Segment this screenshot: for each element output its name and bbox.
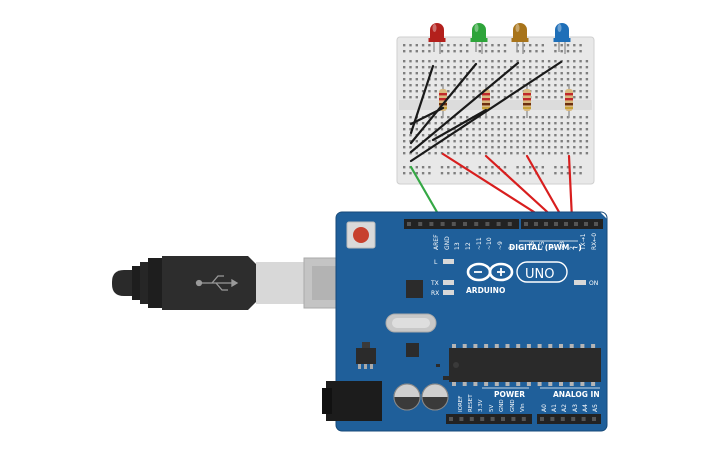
usb-icon xyxy=(195,275,239,291)
green-wire-gnd xyxy=(409,165,443,221)
resistor-row xyxy=(439,84,573,118)
arduino-brand: ARDUINO xyxy=(466,286,505,295)
pin-label: 2 xyxy=(569,246,576,250)
crystal-oscillator xyxy=(385,313,437,333)
arduino-logo xyxy=(466,261,568,283)
power-pin-label: 3.3V xyxy=(478,399,484,412)
analog-pin-label: A2 xyxy=(561,404,568,412)
svg-text:L: L xyxy=(434,259,438,266)
voltage-regulator xyxy=(356,342,376,369)
led-blue xyxy=(553,23,571,54)
black-wires xyxy=(409,60,563,163)
chip-atmega xyxy=(449,344,601,386)
analog-pin-label: A1 xyxy=(551,404,558,412)
svg-text:RX: RX xyxy=(431,290,439,297)
pin-label: 12 xyxy=(465,242,472,250)
analog-pin-label: A5 xyxy=(592,404,599,412)
reset-button[interactable] xyxy=(346,221,376,249)
led-row xyxy=(428,23,571,54)
led-green xyxy=(470,23,488,54)
pin-label: AREF xyxy=(433,234,440,250)
power-pin-label: RESET xyxy=(468,394,474,412)
red-wire-1 xyxy=(441,152,547,221)
pin-label: ~9 xyxy=(497,241,504,250)
led-yellow xyxy=(511,23,529,54)
pin-label: ~6 xyxy=(529,241,536,250)
signal-wires xyxy=(409,152,574,221)
pin-label: ~3 xyxy=(559,241,566,250)
on-label: ON xyxy=(589,280,598,287)
pin-label: 7 xyxy=(519,246,526,250)
svg-text:TX: TX xyxy=(430,280,439,287)
pin-label: 13 xyxy=(454,242,461,250)
power-pin-label: IOREF xyxy=(458,396,464,412)
power-pin-label: Vin xyxy=(520,403,526,412)
red-wire-3 xyxy=(525,154,565,221)
usb-chip xyxy=(406,280,423,298)
top-header-pins xyxy=(407,222,598,226)
bottom-header-pins xyxy=(449,417,596,421)
pin-label: RX←0 xyxy=(591,233,598,250)
analog-pin-label: A0 xyxy=(541,404,548,412)
status-leds: L TX RX xyxy=(430,259,454,297)
led-red xyxy=(428,23,446,54)
pin-label: ~11 xyxy=(476,237,483,250)
pin-label: 8 xyxy=(508,246,515,250)
pin-label: ~10 xyxy=(486,237,493,250)
resistor-4 xyxy=(565,84,573,118)
breadboard[interactable] xyxy=(396,36,595,185)
pin-label: 4 xyxy=(549,246,556,250)
uno-label: UNO xyxy=(525,267,554,282)
pin-label: GND xyxy=(444,236,451,250)
analog-in-label: ANALOG IN xyxy=(553,390,600,399)
analog-pin-label: A3 xyxy=(572,404,579,412)
analog-pin-label: A4 xyxy=(582,404,589,412)
power-label: POWER xyxy=(494,390,525,399)
capacitor xyxy=(393,383,449,411)
power-pin-label: GND xyxy=(499,399,505,412)
digital-label: DIGITAL (PWM ~) xyxy=(509,243,582,252)
red-wire-2 xyxy=(484,154,557,221)
power-jack xyxy=(322,381,382,421)
red-wire-4 xyxy=(567,154,574,221)
pin-label: TX→1 xyxy=(580,233,587,251)
resistor-3 xyxy=(523,84,531,118)
power-pin-label: 5V xyxy=(489,405,495,412)
pin-label: ~5 xyxy=(539,241,546,250)
power-pin-label: GND xyxy=(510,399,516,412)
